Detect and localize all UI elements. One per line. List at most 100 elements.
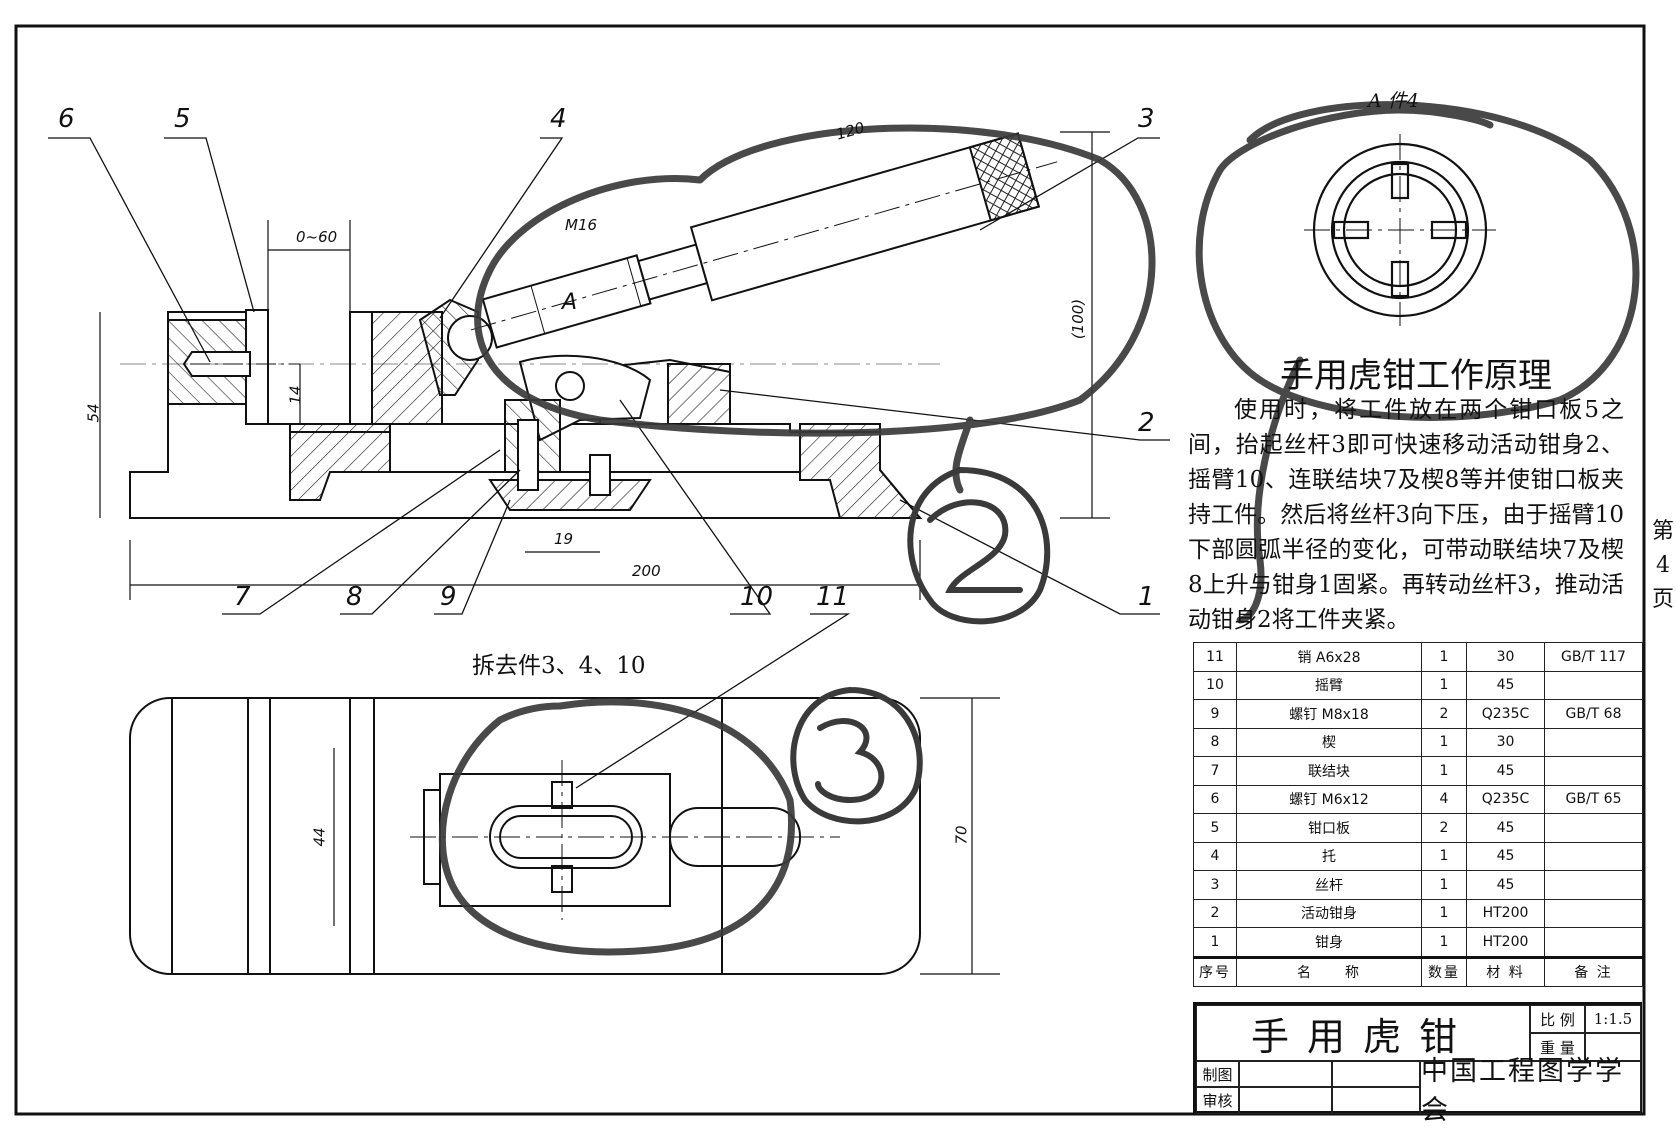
dim-jaw-height: 14 — [286, 385, 305, 405]
table-cell: GB/T 117 — [1544, 642, 1643, 672]
table-header-cell: 材 料 — [1466, 955, 1545, 987]
table-cell: 6 — [1193, 784, 1237, 814]
table-cell: 摇臂 — [1236, 670, 1422, 700]
base-section-left — [289, 423, 391, 501]
annotation-tail — [1236, 356, 1304, 624]
annotation-leader-2 — [952, 416, 974, 494]
table-cell — [1544, 870, 1643, 900]
table-cell — [1544, 670, 1643, 700]
part-label-9: 9 — [440, 582, 457, 612]
leader-lines — [48, 137, 1170, 789]
sheet-border — [14, 24, 1646, 1116]
table-cell: 10 — [1193, 670, 1237, 700]
table-cell: 钳身 — [1236, 927, 1422, 958]
part-label-1: 1 — [1138, 582, 1155, 612]
screw-rod-3 — [470, 132, 1058, 349]
annotation-number-2 — [907, 467, 1051, 625]
table-cell: 联结块 — [1236, 756, 1422, 786]
table-cell: 1 — [1421, 898, 1467, 928]
table-cell: 11 — [1193, 642, 1237, 672]
weight-label: 重 量 — [1530, 1033, 1585, 1061]
screw-9a — [517, 419, 539, 491]
table-cell: 45 — [1466, 841, 1545, 871]
part-label-3: 3 — [1138, 104, 1155, 134]
base-top-outline — [129, 697, 921, 975]
table-cell — [1544, 898, 1643, 928]
table-cell: 托 — [1236, 841, 1422, 871]
annotation-circle-top — [438, 698, 795, 956]
jaw-plate-right — [349, 311, 373, 425]
front-dimension-lines — [99, 131, 1110, 600]
table-cell: 45 — [1466, 756, 1545, 786]
part-label-6: 6 — [58, 104, 75, 134]
table-cell: 30 — [1466, 727, 1545, 757]
part-label-2: 2 — [1138, 408, 1155, 438]
table-cell: 4 — [1421, 784, 1467, 814]
dim-slot-width: 44 — [310, 827, 329, 847]
table-cell: 8 — [1193, 727, 1237, 757]
top-view — [129, 697, 921, 975]
table-cell: 2 — [1421, 813, 1467, 843]
part-label-11: 11 — [816, 582, 850, 612]
part-label-10: 10 — [740, 582, 774, 612]
table-cell: 1 — [1421, 841, 1467, 871]
top-dimension-lines — [333, 697, 1000, 975]
table-cell: 钳口板 — [1236, 813, 1422, 843]
moving-jaw-section-right — [667, 363, 731, 425]
checked-date — [1332, 1087, 1420, 1114]
table-cell: 2 — [1193, 898, 1237, 928]
table-cell: Q235C — [1466, 699, 1545, 729]
table-cell — [1544, 841, 1643, 871]
table-cell: 3 — [1193, 870, 1237, 900]
part-label-4: 4 — [550, 104, 567, 134]
table-cell: 45 — [1466, 870, 1545, 900]
table-cell — [1544, 756, 1643, 786]
page-number: 第4页 — [1651, 519, 1674, 612]
table-cell: 活动钳身 — [1236, 898, 1422, 928]
principle-title: 手用虎钳工作原理 — [1280, 356, 1552, 396]
drawn-value — [1239, 1061, 1332, 1087]
checked-label: 审核 — [1196, 1087, 1239, 1114]
table-cell: 螺钉 M6x12 — [1236, 784, 1422, 814]
table-cell: 1 — [1193, 927, 1237, 958]
table-cell: 楔 — [1236, 727, 1422, 757]
table-cell: 5 — [1193, 813, 1237, 843]
dim-height-ref: (100) — [1069, 298, 1088, 340]
table-cell: GB/T 65 — [1544, 784, 1643, 814]
table-cell — [1544, 927, 1643, 958]
annotation-strokes — [438, 101, 1640, 956]
table-cell: 45 — [1466, 670, 1545, 700]
table-cell: 2 — [1421, 699, 1467, 729]
drawing-name: 手用虎钳 — [1196, 1005, 1530, 1061]
table-cell: GB/T 68 — [1544, 699, 1643, 729]
section-caption: A 件4 — [1368, 90, 1419, 112]
table-cell: 1 — [1421, 670, 1467, 700]
table-cell: 9 — [1193, 699, 1237, 729]
dim-overall-height: 54 — [84, 403, 103, 423]
scale-value: 1:1.5 — [1585, 1005, 1641, 1033]
organization-name: 中国工程图学学会 — [1420, 1056, 1641, 1126]
drawn-date — [1332, 1061, 1420, 1087]
table-cell: 4 — [1193, 841, 1237, 871]
dim-thread: M16 — [565, 216, 598, 234]
table-cell: 1 — [1421, 927, 1467, 958]
table-cell: 1 — [1421, 870, 1467, 900]
table-cell — [1544, 813, 1643, 843]
base-section-right — [799, 423, 923, 519]
table-cell — [1544, 727, 1643, 757]
table-cell: 销 A6x28 — [1236, 642, 1422, 672]
table-header-cell: 数量 — [1421, 955, 1467, 987]
table-cell: 45 — [1466, 813, 1545, 843]
wedge-8 — [488, 479, 652, 511]
view-caption: 拆去件3、4、10 — [472, 653, 646, 679]
